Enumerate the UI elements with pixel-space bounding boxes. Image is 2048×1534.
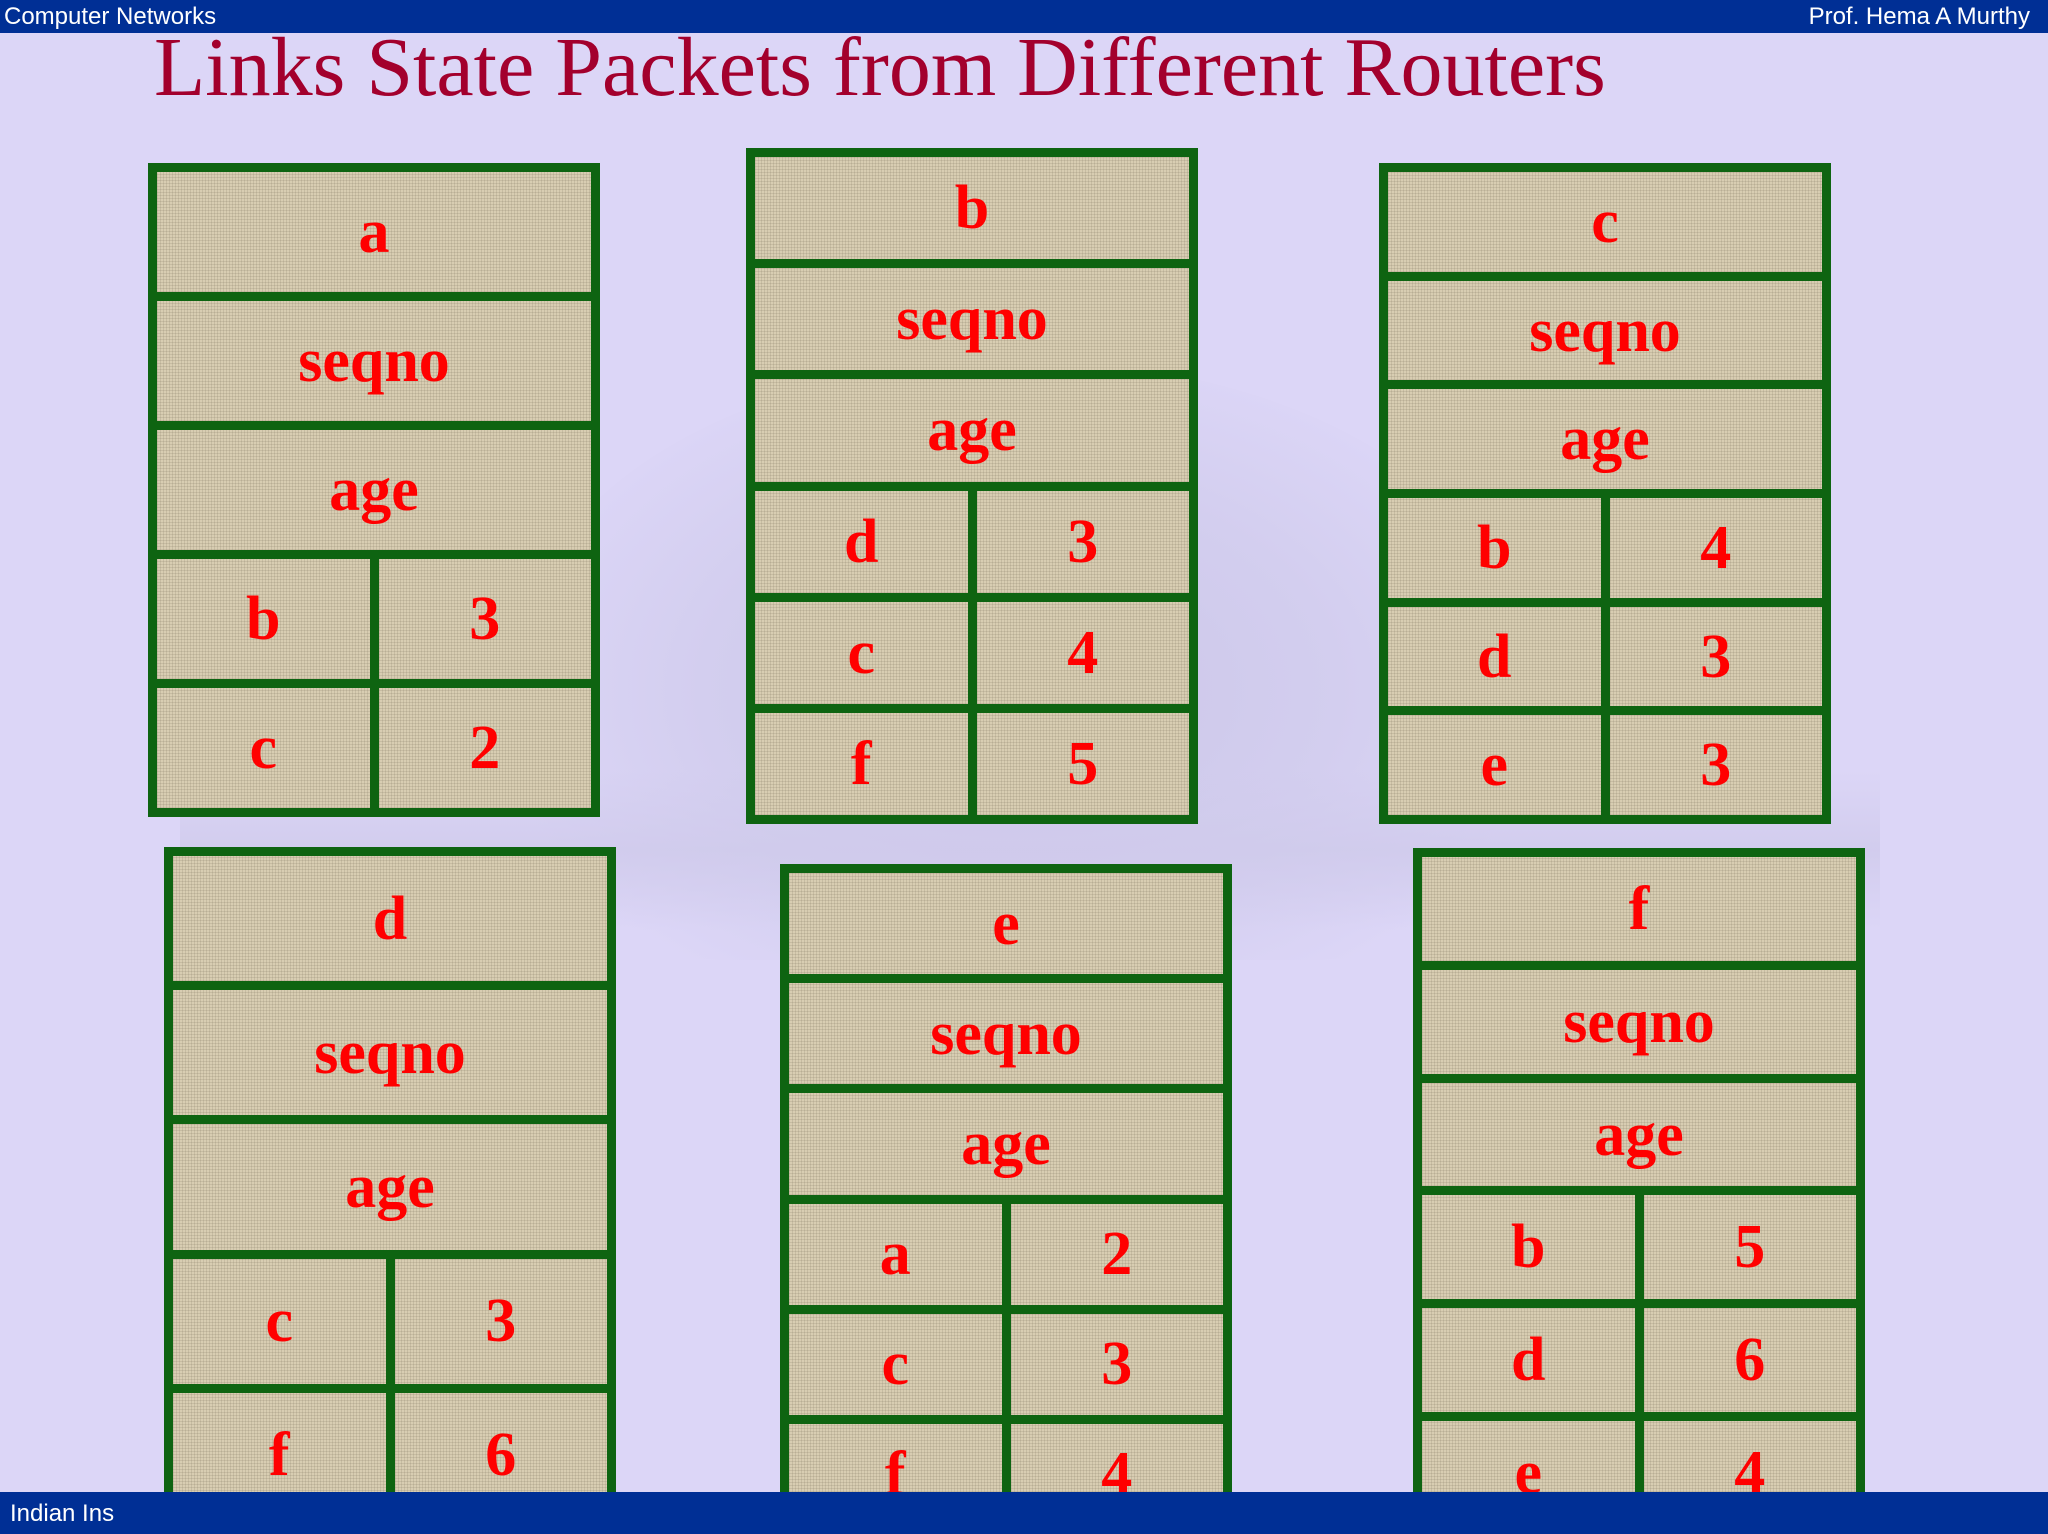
link-node: c [173, 1258, 395, 1384]
link-row: e 3 [1388, 706, 1822, 816]
link-cost: 5 [1734, 1213, 1766, 1282]
link-node: b [1422, 1195, 1644, 1300]
link-node: d [1388, 606, 1610, 707]
router-id: a [358, 198, 390, 266]
link-cost: 3 [1700, 622, 1732, 691]
footer-bar: Indian Ins [0, 1492, 2048, 1534]
seqno-label: seqno [1529, 296, 1681, 365]
age-row: age [157, 421, 591, 550]
packet-a: a seqno age b 3 c 2 [148, 163, 600, 817]
age-label: age [345, 1153, 435, 1221]
link-node: e [1388, 715, 1610, 816]
router-id: c [1591, 187, 1619, 256]
institute-name: Indian Ins [10, 1500, 115, 1527]
link-cost: 3 [1067, 507, 1099, 576]
seqno-row: seqno [1422, 960, 1856, 1074]
seqno-row: seqno [789, 974, 1223, 1084]
age-label: age [329, 456, 419, 524]
router-row: b [755, 157, 1189, 259]
link-cost: 3 [485, 1287, 517, 1356]
age-label: age [927, 396, 1017, 465]
seqno-label: seqno [298, 327, 450, 395]
packet-d: d seqno age c 3 f 6 [164, 847, 616, 1527]
link-cost: 2 [1101, 1220, 1133, 1289]
link-row: b 5 [1422, 1186, 1856, 1300]
link-row: c 4 [755, 592, 1189, 704]
router-id: d [372, 884, 408, 953]
link-cost: 3 [1101, 1330, 1133, 1399]
seqno-label: seqno [1563, 987, 1715, 1056]
link-row: d 3 [755, 481, 1189, 593]
link-cost: 4 [1700, 513, 1732, 582]
link-cost: 6 [1734, 1326, 1766, 1395]
link-row: b 4 [1388, 489, 1822, 598]
link-row: c 3 [173, 1249, 607, 1384]
router-row: d [173, 856, 607, 981]
seqno-row: seqno [755, 259, 1189, 370]
link-node: d [1422, 1308, 1644, 1413]
seqno-label: seqno [314, 1018, 466, 1087]
author-name: Prof. Hema A Murthy [1808, 3, 2030, 30]
packet-b: b seqno age d 3 c 4 f 5 [746, 148, 1198, 824]
packet-c: c seqno age b 4 d 3 e 3 [1379, 163, 1831, 824]
link-cost: 6 [485, 1421, 517, 1490]
link-row: b 3 [157, 550, 591, 679]
link-row: f 6 [173, 1383, 607, 1519]
age-label: age [961, 1109, 1051, 1178]
link-row: f 5 [755, 703, 1189, 816]
age-label: age [1560, 405, 1650, 474]
course-name: Computer Networks [4, 3, 217, 30]
router-row: e [789, 873, 1223, 974]
link-node: f [173, 1392, 395, 1519]
link-node: f [755, 712, 977, 816]
header-bar: Computer Networks Prof. Hema A Murthy [0, 0, 2048, 33]
router-row: f [1422, 857, 1856, 961]
link-cost: 5 [1067, 729, 1099, 798]
router-row: a [157, 172, 591, 292]
seqno-label: seqno [896, 285, 1048, 354]
age-label: age [1594, 1100, 1684, 1169]
link-node: c [789, 1313, 1011, 1415]
router-row: c [1388, 172, 1822, 272]
age-row: age [173, 1115, 607, 1249]
age-row: age [1388, 380, 1822, 489]
link-node: a [789, 1203, 1011, 1305]
link-row: a 2 [789, 1194, 1223, 1305]
packet-e: e seqno age a 2 c 3 f 4 [780, 864, 1232, 1534]
link-cost: 4 [1067, 618, 1099, 687]
age-row: age [1422, 1073, 1856, 1187]
seqno-row: seqno [1388, 271, 1822, 381]
link-cost: 3 [1700, 731, 1732, 800]
seqno-row: seqno [157, 292, 591, 421]
link-row: c 3 [789, 1304, 1223, 1415]
link-cost: 2 [469, 714, 501, 782]
link-row: d 3 [1388, 597, 1822, 707]
seqno-row: seqno [173, 981, 607, 1115]
link-row: c 2 [157, 679, 591, 808]
link-node: b [1388, 498, 1610, 598]
slide-title: Links State Packets from Different Route… [154, 21, 1606, 114]
packet-f: f seqno age b 5 d 6 e 4 [1413, 848, 1865, 1534]
link-node: c [755, 601, 977, 704]
router-id: f [1628, 874, 1650, 943]
link-node: d [755, 490, 977, 593]
link-cost: 3 [469, 585, 501, 653]
link-node: b [157, 559, 379, 679]
age-row: age [755, 370, 1189, 481]
router-id: b [954, 174, 990, 243]
link-node: f [789, 1423, 1011, 1526]
link-node: c [157, 688, 379, 808]
link-row: d 6 [1422, 1299, 1856, 1413]
router-id: e [992, 889, 1020, 958]
seqno-label: seqno [930, 999, 1082, 1068]
age-row: age [789, 1084, 1223, 1194]
